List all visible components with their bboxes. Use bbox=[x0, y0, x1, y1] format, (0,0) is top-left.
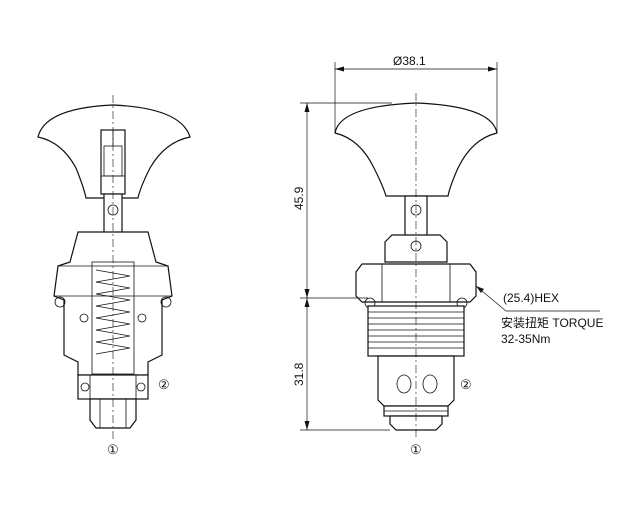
upper-height-dimension bbox=[300, 102, 392, 299]
right-port-2-label: ② bbox=[460, 377, 472, 392]
hex-size-label: (25.4)HEX bbox=[503, 291, 559, 305]
exterior-view bbox=[334, 93, 498, 440]
left-port-1-label: ① bbox=[107, 442, 119, 457]
torque-value: 32-35Nm bbox=[501, 332, 550, 346]
lower-height-dimension bbox=[300, 298, 390, 431]
section-view bbox=[37, 95, 191, 440]
torque-label: 安装扭矩 TORQUE bbox=[501, 315, 603, 330]
exterior-knob bbox=[334, 102, 498, 197]
diameter-dimension bbox=[334, 62, 498, 133]
right-port-1-label: ① bbox=[410, 442, 422, 457]
diameter-label: Ø38.1 bbox=[393, 54, 426, 68]
section-spring bbox=[95, 269, 131, 355]
left-port-2-label: ② bbox=[158, 377, 170, 392]
hex-callout-leader bbox=[475, 285, 600, 312]
lower-height-label: 31.8 bbox=[292, 362, 306, 386]
upper-height-label: 45.9 bbox=[292, 186, 306, 210]
